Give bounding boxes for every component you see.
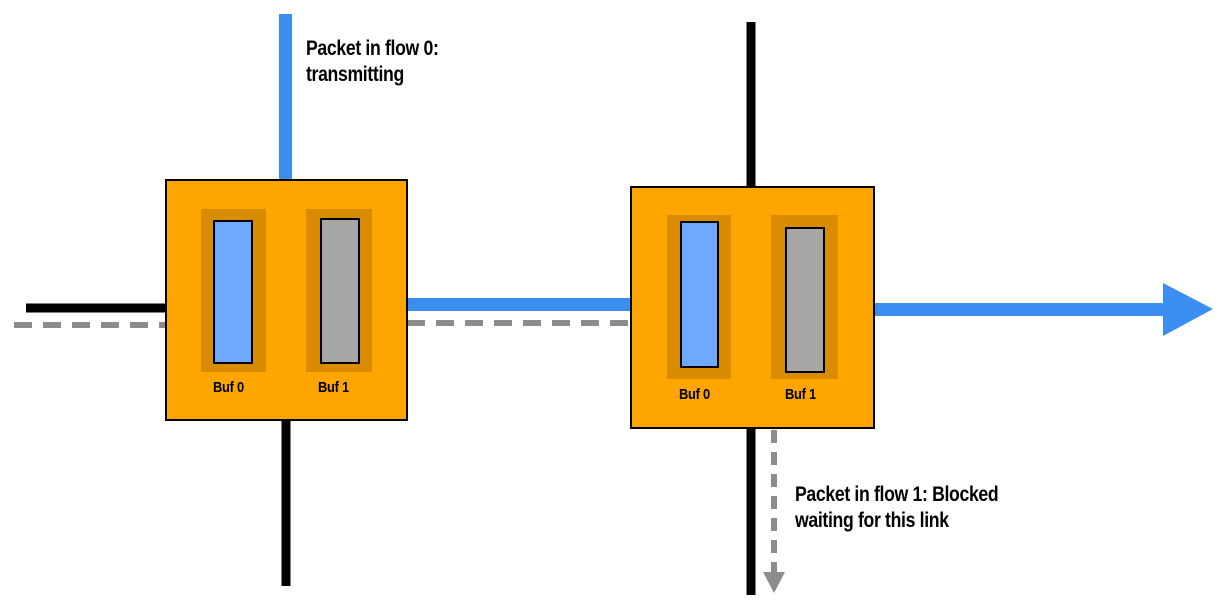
arrow-head-down-icon — [763, 572, 785, 593]
flow-0-annotation-line-2: transmitting — [306, 63, 404, 86]
flow-1-annotation-line-1: Packet in flow 1: Blocked — [795, 483, 999, 506]
router-0-buffer-1-label: Buf 1 — [318, 379, 349, 396]
flow-1-annotation: Packet in flow 1: Blocked waiting for th… — [795, 482, 999, 534]
router-0-buffer-0-label: Buf 0 — [213, 379, 244, 396]
router-1-buffer-1-packet — [785, 227, 825, 373]
flow-0-path-east — [874, 303, 1166, 316]
router-1-buffer-0-packet — [680, 221, 719, 368]
flow-0-path-middle — [407, 298, 631, 311]
flow-1-annotation-line-2: waiting for this link — [795, 509, 949, 532]
router-1-buffer-0-label: Buf 0 — [679, 386, 710, 403]
router-1-buffer-1-label: Buf 1 — [785, 386, 816, 403]
router-0-buffer-0-packet — [213, 220, 253, 364]
router-0-buffer-1-packet — [320, 218, 360, 364]
flow-0-annotation: Packet in flow 0: transmitting — [306, 36, 439, 88]
flow-0-path-north — [279, 14, 292, 182]
arrow-head-right-icon — [1163, 283, 1213, 336]
flow-0-annotation-line-1: Packet in flow 0: — [306, 37, 439, 60]
